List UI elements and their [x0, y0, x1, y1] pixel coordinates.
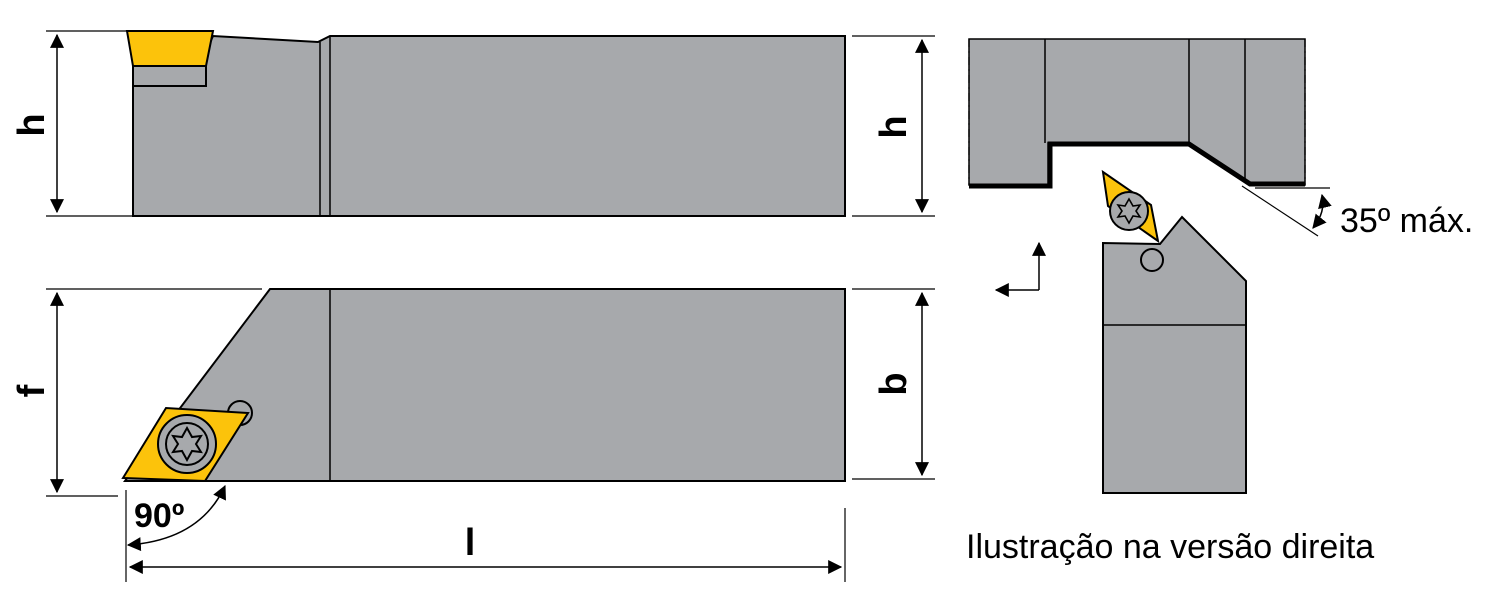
dim-l: l [465, 522, 476, 564]
side-view: h h [11, 30, 935, 217]
torx-screw-icon-detail [1109, 191, 1149, 231]
caption: Ilustração na versão direita [966, 528, 1374, 566]
insert-side-profile [125, 30, 215, 67]
detail-view: 35º máx. [968, 38, 1473, 494]
pin-icon-detail [1140, 248, 1164, 272]
dim-b: b [873, 372, 915, 395]
top-view: f b 90º l [11, 288, 935, 582]
dim-h-left: h [11, 113, 53, 136]
max-angle-label: 35º máx. [1340, 202, 1473, 240]
dim-f: f [11, 384, 53, 397]
angle-90: 90º [134, 497, 184, 535]
torx-screw-icon [165, 422, 209, 466]
feed-direction-icon [994, 241, 1046, 297]
dim-h-right: h [873, 115, 915, 138]
